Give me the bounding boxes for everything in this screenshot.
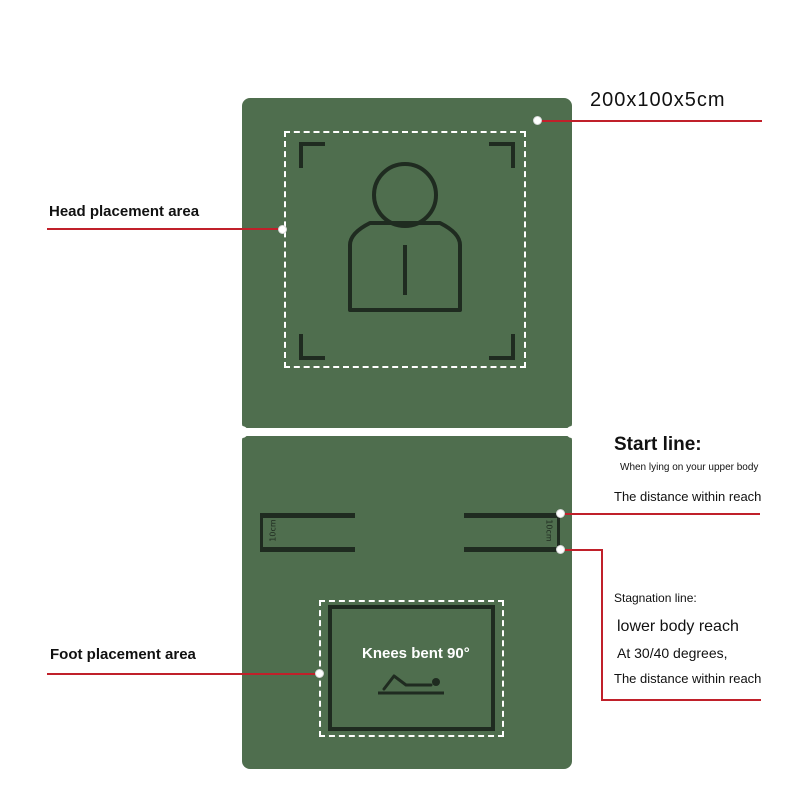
stagnation-leader-v xyxy=(601,549,603,701)
foot-area-box xyxy=(328,605,495,731)
start-line-title: Start line: xyxy=(614,434,702,455)
start-line-left-bar xyxy=(260,513,355,518)
stagnation-leader-h2 xyxy=(601,699,761,701)
stagnation-dot xyxy=(556,545,565,554)
ruler-right-edge xyxy=(557,513,560,552)
dimensions-leader xyxy=(540,120,762,122)
mat-fold-notch-left xyxy=(236,426,248,438)
foot-area-dot xyxy=(315,669,324,678)
start-line-reach: The distance within reach xyxy=(614,489,762,504)
foot-area-dashed-box xyxy=(319,600,504,737)
foot-area-leader xyxy=(47,673,319,675)
stagnation-leader-h1 xyxy=(562,549,602,551)
head-corner-bl xyxy=(299,334,325,360)
stagnation-lower: lower body reach xyxy=(617,618,739,635)
ruler-left-text: 10cm xyxy=(268,519,278,542)
person-icon xyxy=(348,162,462,312)
stagnation-reach: The distance within reach xyxy=(614,671,762,686)
ruler-right-text: 10cm xyxy=(544,519,554,542)
head-area-leader xyxy=(47,228,283,230)
stagnation-line-left-bar xyxy=(260,547,355,552)
head-corner-tr xyxy=(489,142,515,168)
ruler-left-edge xyxy=(260,513,263,552)
start-line-subtitle: When lying on your upper body xyxy=(620,462,759,473)
head-area-dot xyxy=(278,225,287,234)
dimensions-label: 200x100x5cm xyxy=(590,89,726,111)
dimensions-dot xyxy=(533,116,542,125)
head-corner-br xyxy=(489,334,515,360)
head-area-label: Head placement area xyxy=(49,203,200,220)
head-corner-tl xyxy=(299,142,325,168)
start-line-dot xyxy=(556,509,565,518)
stagnation-title: Stagnation line: xyxy=(614,591,697,605)
stagnation-line-right-bar xyxy=(464,547,560,552)
mat-bottom-panel xyxy=(242,436,572,769)
knees-bent-text: Knees bent 90° xyxy=(362,645,470,662)
foot-area-label: Foot placement area xyxy=(50,646,196,663)
start-line-leader xyxy=(562,513,760,515)
stagnation-degrees: At 30/40 degrees, xyxy=(617,645,728,661)
mat-fold-notch-right xyxy=(566,426,578,438)
head-area-dashed-box xyxy=(284,131,526,368)
lying-figure-icon xyxy=(378,674,444,695)
start-line-right-bar xyxy=(464,513,560,518)
